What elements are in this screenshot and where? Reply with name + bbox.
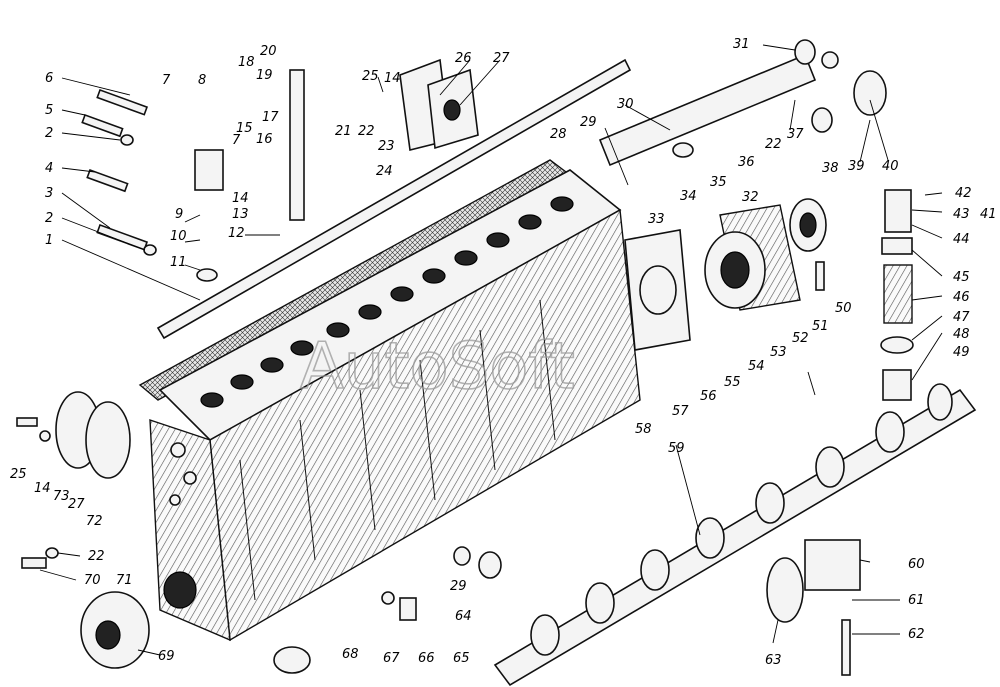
label-57: 57 (672, 404, 689, 419)
label-24: 24 (376, 164, 393, 179)
rocker-shaft (598, 53, 817, 167)
label-27: 27 (493, 51, 510, 66)
label-7: 7 (162, 73, 171, 88)
label-73: 73 (53, 489, 70, 504)
label-45: 45 (953, 270, 970, 285)
label-2: 2 (45, 211, 53, 226)
label-30: 30 (617, 97, 634, 112)
label-22: 22 (358, 124, 375, 139)
label-33: 33 (648, 212, 665, 227)
label-21: 21 (335, 124, 352, 139)
label-54: 54 (748, 359, 765, 374)
label-39: 39 (848, 159, 865, 174)
label-47: 47 (953, 310, 970, 325)
label-55: 55 (724, 375, 741, 390)
valve-assembly (880, 189, 914, 401)
label-26: 26 (455, 51, 472, 66)
label-38: 38 (822, 161, 839, 176)
label-12: 12 (228, 226, 245, 241)
label-2: 2 (45, 126, 53, 141)
label-4: 4 (45, 161, 53, 176)
label-34: 34 (680, 189, 697, 204)
label-17: 17 (262, 110, 279, 125)
label-29: 29 (450, 579, 467, 594)
label-28: 28 (550, 127, 567, 142)
label-44: 44 (953, 232, 970, 247)
label-58: 58 (635, 422, 652, 437)
label-69: 69 (158, 649, 175, 664)
label-56: 56 (700, 389, 717, 404)
label-25: 25 (362, 69, 379, 84)
label-59: 59 (668, 441, 685, 456)
label-64: 64 (455, 609, 472, 624)
label-35: 35 (710, 175, 727, 190)
label-10: 10 (170, 229, 187, 244)
label-19: 19 (256, 68, 273, 83)
label-66: 66 (418, 651, 435, 666)
bearing-housing-assembly (624, 198, 827, 351)
small-fasteners (16, 51, 887, 676)
label-14: 14 (384, 71, 401, 86)
label-53: 53 (770, 345, 787, 360)
label-37: 37 (787, 127, 804, 142)
label-51: 51 (812, 319, 829, 334)
label-23: 23 (378, 139, 395, 154)
label-46: 46 (953, 290, 970, 305)
label-50: 50 (835, 301, 852, 316)
label-67: 67 (383, 651, 400, 666)
label-60: 60 (908, 557, 925, 572)
front-bearing (80, 591, 150, 669)
label-11: 11 (170, 255, 187, 270)
label-41: 41 (980, 207, 997, 222)
label-65: 65 (453, 651, 470, 666)
label-16: 16 (256, 132, 273, 147)
label-52: 52 (792, 331, 809, 346)
label-68: 68 (342, 647, 359, 662)
label-6: 6 (45, 71, 53, 86)
label-71: 71 (116, 573, 133, 588)
label-61: 61 (908, 593, 925, 608)
oil-rail (156, 58, 632, 340)
label-5: 5 (45, 103, 53, 118)
watermark-text: AutoSoft (300, 330, 575, 404)
label-13: 13 (232, 207, 249, 222)
label-29: 29 (580, 115, 597, 130)
label-70: 70 (84, 573, 101, 588)
label-40: 40 (882, 159, 899, 174)
label-8: 8 (198, 73, 206, 88)
label-62: 62 (908, 627, 925, 642)
label-9: 9 (175, 207, 183, 222)
label-48: 48 (953, 327, 970, 342)
label-36: 36 (738, 155, 755, 170)
label-14: 14 (232, 191, 249, 206)
label-20: 20 (260, 44, 277, 59)
label-27: 27 (68, 497, 85, 512)
label-42: 42 (955, 186, 972, 201)
label-31: 31 (733, 37, 750, 52)
label-22: 22 (88, 549, 105, 564)
label-49: 49 (953, 345, 970, 360)
injector-holes (200, 196, 574, 408)
cylinder-head-block (138, 159, 641, 642)
camshaft (493, 383, 977, 687)
label-43: 43 (953, 207, 970, 222)
label-1: 1 (45, 233, 53, 248)
label-14: 14 (34, 481, 51, 496)
label-72: 72 (86, 514, 103, 529)
label-7: 7 (232, 133, 241, 148)
label-18: 18 (238, 55, 255, 70)
label-15: 15 (236, 121, 253, 136)
leader-lines (39, 44, 943, 656)
label-32: 32 (742, 190, 759, 205)
part-number-labels: 6 5 2 4 3 2 1 7 8 9 10 11 7 14 13 12 15 … (10, 37, 997, 668)
label-25: 25 (10, 467, 27, 482)
label-22: 22 (765, 137, 782, 152)
label-3: 3 (45, 186, 53, 201)
label-63: 63 (765, 653, 782, 668)
